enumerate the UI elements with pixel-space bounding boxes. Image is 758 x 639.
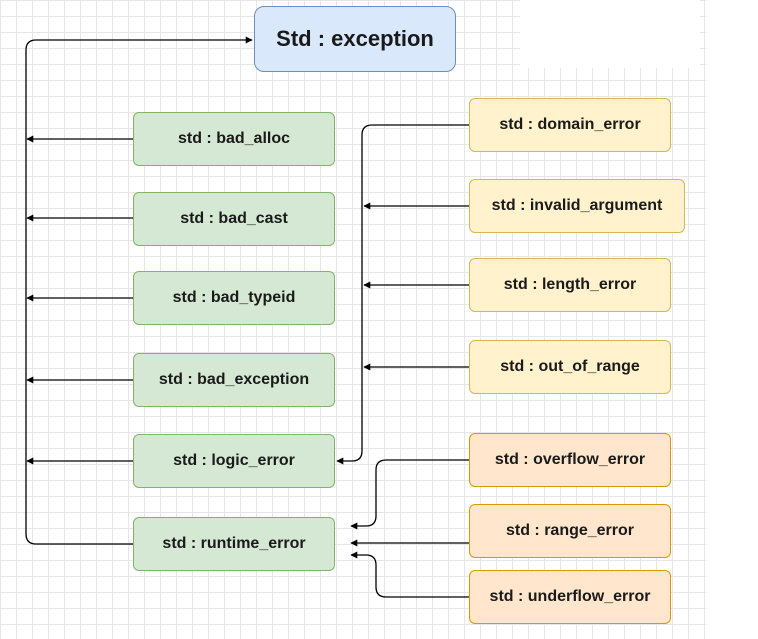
canvas-right-margin: [706, 0, 758, 639]
node-overflow-error: std : overflow_error: [469, 433, 671, 487]
edge-runtime-error-to-exception: [25, 36, 253, 545]
node-bad-exception: std : bad_exception: [133, 353, 335, 407]
node-bad-cast: std : bad_cast: [133, 192, 335, 246]
node-length-error: std : length_error: [469, 258, 671, 312]
blank-canvas-patch: [520, 0, 700, 68]
node-std-exception: Std : exception: [254, 6, 456, 72]
node-underflow-error: std : underflow_error: [469, 570, 671, 624]
node-bad-alloc: std : bad_alloc: [133, 112, 335, 166]
node-bad-typeid: std : bad_typeid: [133, 271, 335, 325]
edge-underflow-error-to-runtime-error: [350, 551, 470, 598]
node-range-error: std : range_error: [469, 504, 671, 558]
node-invalid-argument: std : invalid_argument: [469, 179, 685, 233]
edge-domain-error-to-logic-error: [336, 124, 470, 465]
node-out-of-range: std : out_of_range: [469, 340, 671, 394]
node-domain-error: std : domain_error: [469, 98, 671, 152]
edge-overflow-error-to-runtime-error: [350, 459, 470, 530]
node-logic-error: std : logic_error: [133, 434, 335, 488]
node-runtime-error: std : runtime_error: [133, 517, 335, 571]
